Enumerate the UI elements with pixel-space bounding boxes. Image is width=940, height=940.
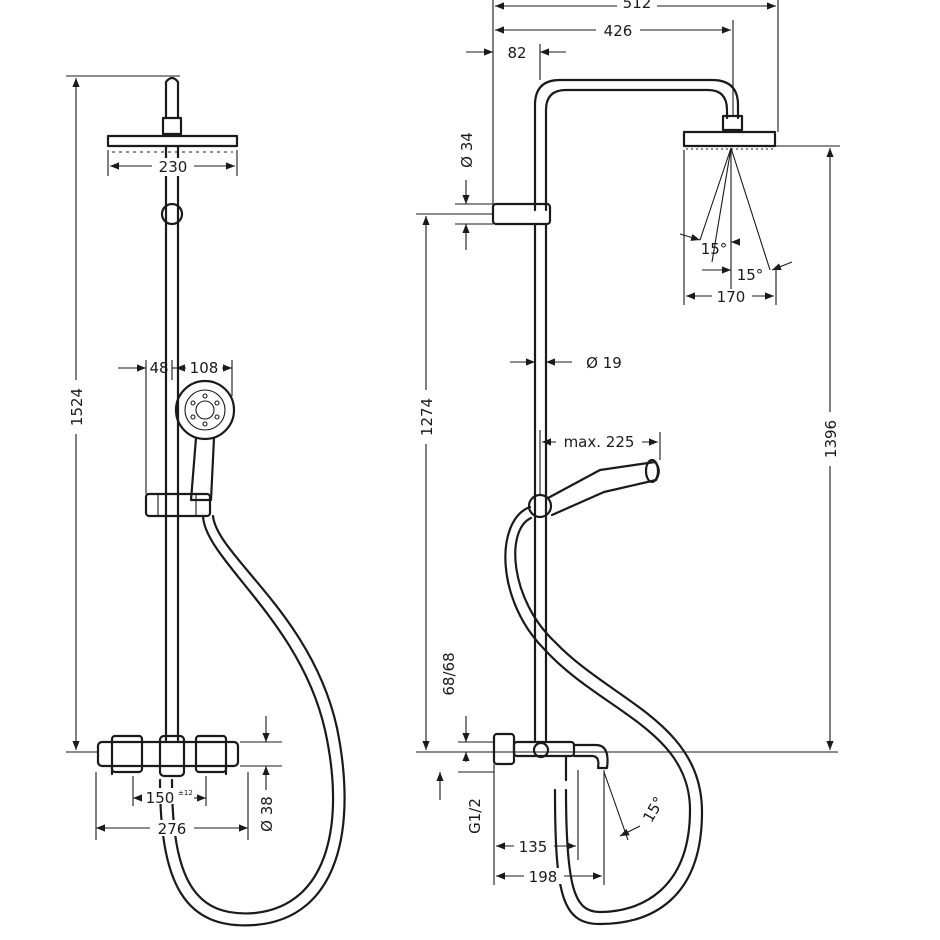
front-view [96,76,346,927]
dim-g12: G1/2 [466,798,484,834]
dim-spout-angle: 15° [639,793,668,825]
dim-1396: 1396 [822,420,840,458]
dim-135: 135 [519,838,548,856]
dim-512: 512 [623,0,652,12]
extension-lines [66,0,840,885]
dim-48: 48 [149,359,168,377]
dim-dia-38: Ø 38 [258,796,276,832]
dim-426: 426 [604,22,633,40]
dim-1524: 1524 [68,388,86,426]
dim-spray-angle-b: 15° [737,266,764,284]
dim-198: 198 [529,868,558,886]
dim-230: 230 [159,158,188,176]
dim-170: 170 [717,288,746,306]
dim-1274: 1274 [418,398,436,436]
dim-dia-34: Ø 34 [458,132,476,168]
dim-82: 82 [507,44,526,62]
dim-276: 276 [158,820,187,838]
dim-max-225: max. 225 [564,433,635,451]
dim-68-68: 68/68 [440,652,458,695]
dim-108: 108 [190,359,219,377]
dim-dia-19: Ø 19 [586,354,622,372]
dim-150-tolerance: ±12 [178,789,193,797]
dim-150: 150 [146,789,175,807]
dim-spray-angle-a: 15° [701,240,728,258]
dimension-labels: 512 426 82 Ø 34 230 1524 48 108 1274 139… [68,0,840,886]
side-view [491,78,777,926]
